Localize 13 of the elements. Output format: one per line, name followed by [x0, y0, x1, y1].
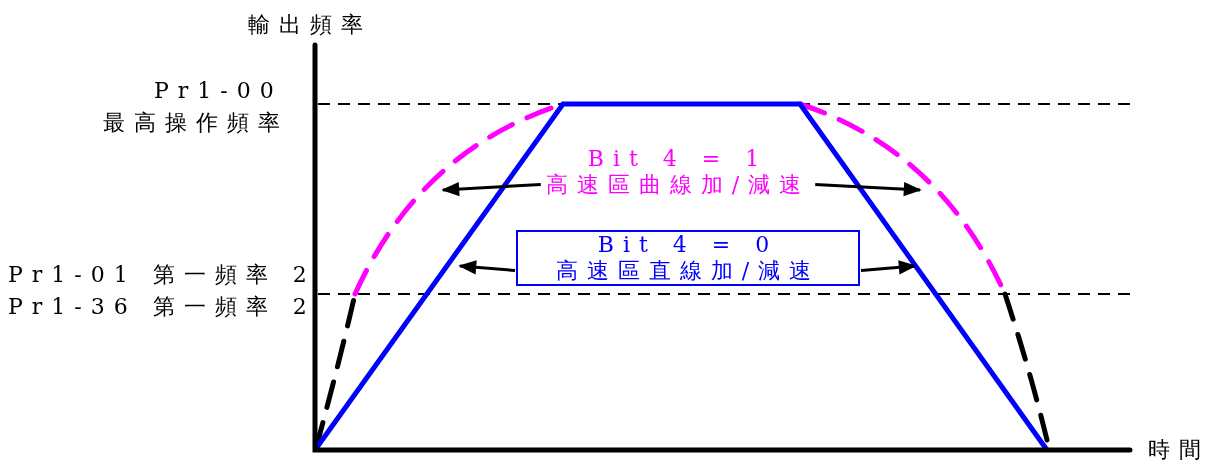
arrow — [815, 181, 922, 197]
tick-label: Pr1-01 第一頻率 2 — [8, 262, 316, 288]
arrow — [458, 260, 516, 275]
annotation-text: 高速區曲線加/減速 — [544, 172, 812, 198]
axis-label: 時間 — [1148, 437, 1210, 462]
axis-label: 輸出頻率 — [248, 12, 372, 38]
tick-label: 最高操作頻率 — [103, 110, 289, 136]
tick-label: Pr1-36 第一頻率 2 — [8, 294, 316, 320]
tick-label: Pr1-00 — [154, 78, 283, 104]
annotation-text: Bit 4 = 1 — [586, 146, 770, 172]
text-box: Bit 4 = 0 高速區直線加/減速 — [516, 230, 860, 286]
arrow — [860, 260, 917, 275]
arrow — [441, 181, 541, 197]
